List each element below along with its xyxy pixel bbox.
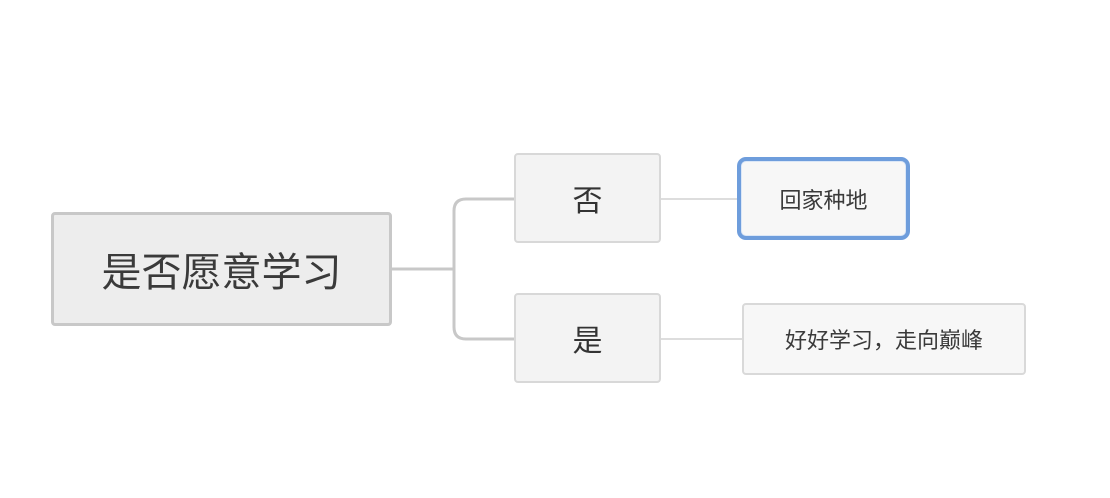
root-topic-node[interactable]: 是否愿意学习 — [51, 212, 392, 326]
branch-node-no[interactable]: 否 — [514, 153, 661, 243]
root-topic-label: 是否愿意学习 — [101, 250, 342, 296]
branch-label-yes: 是 — [572, 324, 603, 359]
branch-bus — [452, 197, 514, 341]
leaf-label-farm: 回家种地 — [779, 188, 868, 214]
leaf-label-study: 好好学习，走向巅峰 — [784, 329, 983, 354]
leaf-node-study[interactable]: 好好学习，走向巅峰 — [742, 303, 1026, 375]
leaf-node-farm-selected[interactable]: 回家种地 — [737, 157, 910, 240]
branch-node-yes[interactable]: 是 — [514, 293, 661, 383]
branch-label-no: 否 — [572, 184, 603, 219]
